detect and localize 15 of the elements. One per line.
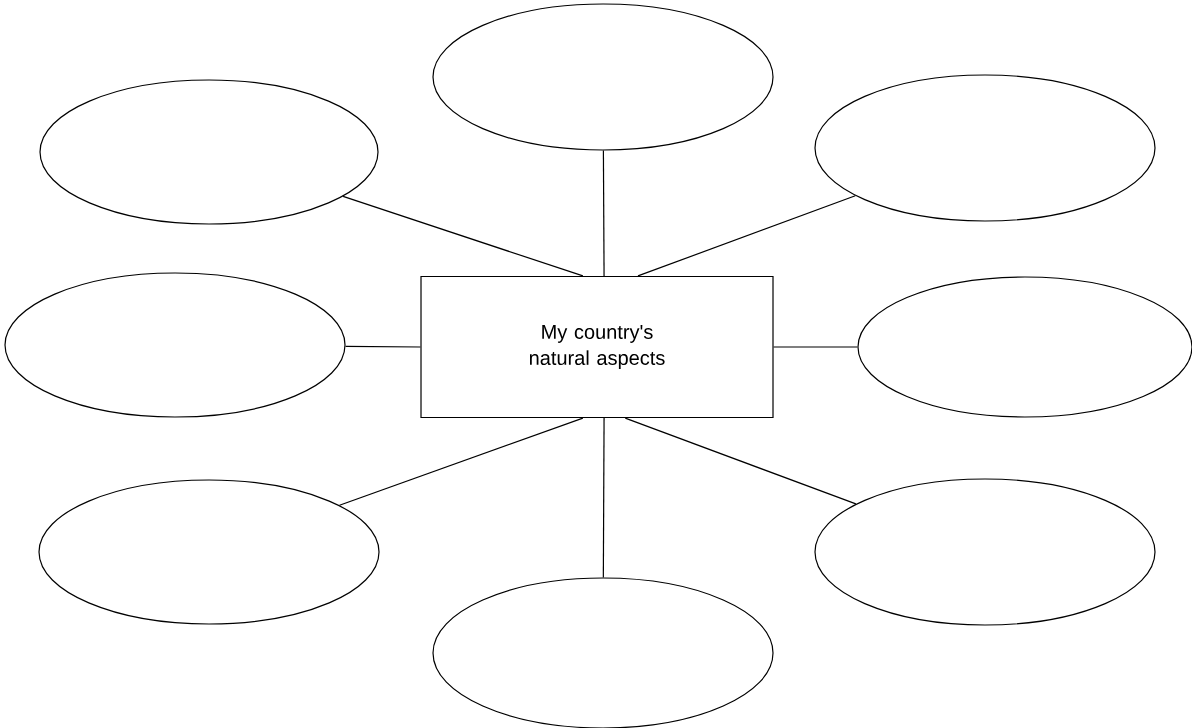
connector-line <box>602 417 605 578</box>
blank-ellipse <box>814 478 1156 626</box>
blank-ellipse <box>38 479 380 625</box>
blank-ellipse <box>39 79 379 225</box>
blank-ellipse <box>432 3 774 151</box>
connector-line <box>344 345 421 348</box>
connector-line <box>602 150 605 277</box>
connector-line <box>342 195 584 277</box>
connector-line <box>773 346 858 348</box>
topic-box: My country's natural aspects <box>420 275 774 419</box>
blank-ellipse <box>4 272 346 418</box>
blank-ellipse <box>814 74 1156 222</box>
connector-line <box>624 417 857 505</box>
connector-line <box>637 195 856 277</box>
connector-line <box>338 417 584 506</box>
